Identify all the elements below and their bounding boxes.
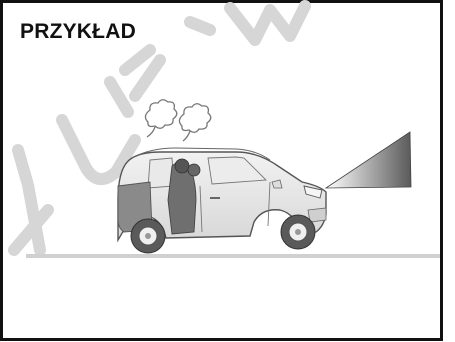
smoke-puff-icon [145, 100, 210, 141]
heading-label: PRZYKŁAD [20, 20, 136, 44]
headlight-beam-icon [326, 132, 411, 188]
car-icon [118, 148, 326, 253]
